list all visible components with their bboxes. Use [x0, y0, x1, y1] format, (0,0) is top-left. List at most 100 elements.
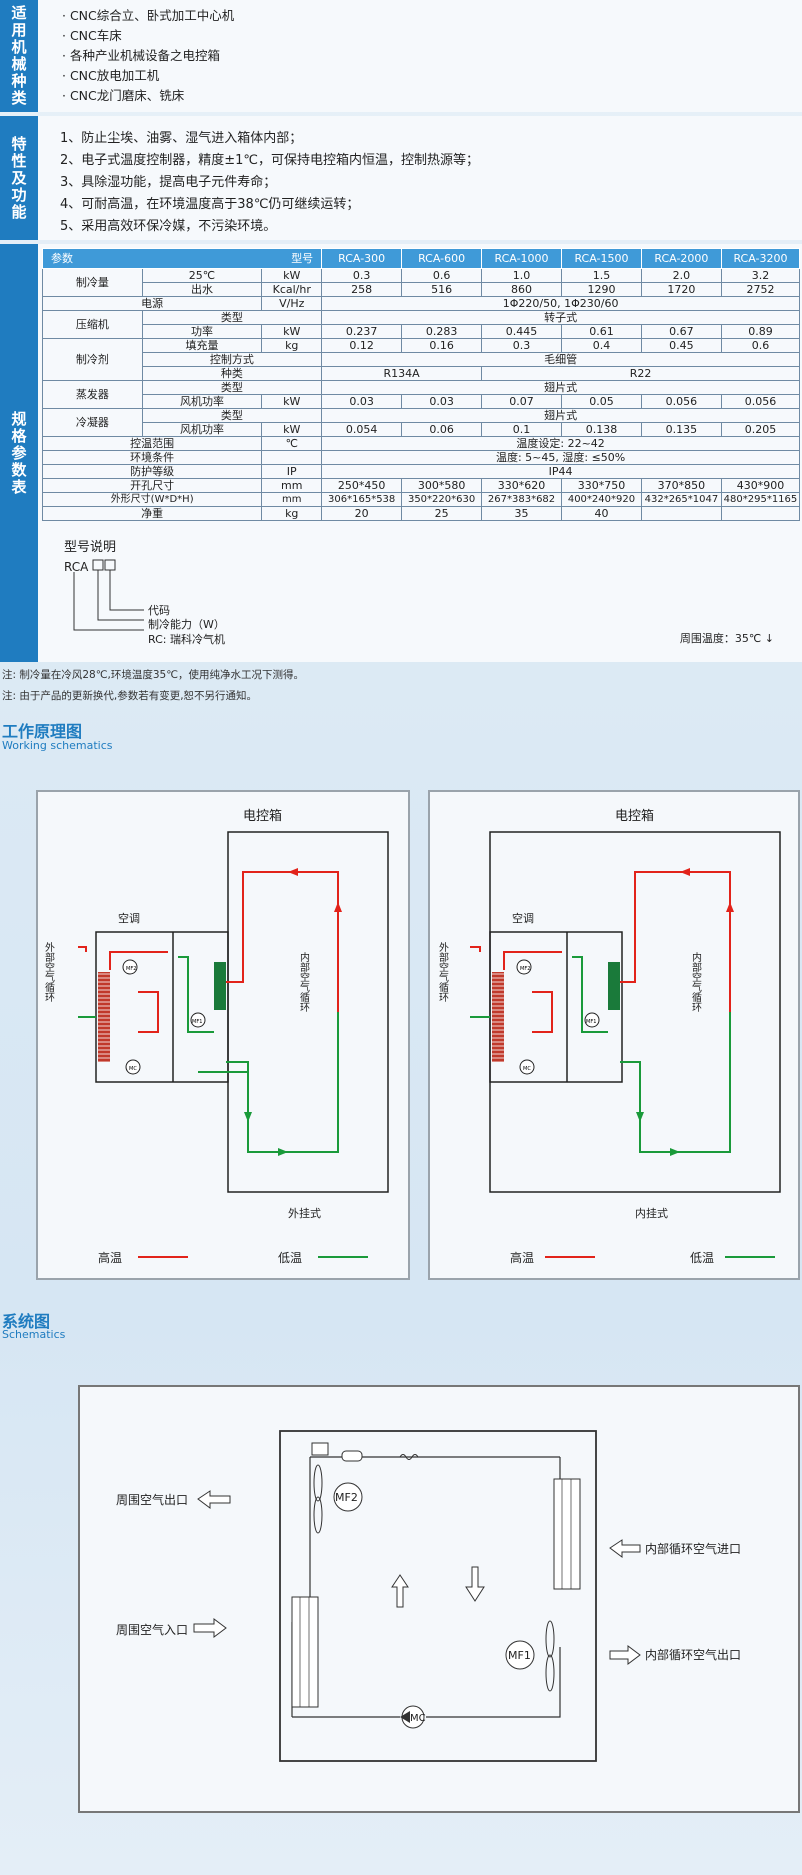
external-diagram: MF2 MF1 MC 电控箱 空调 外部空气循环 内部空气循环 外挂式 高温 低…: [43, 808, 389, 1265]
cell: IP44: [321, 464, 800, 479]
table-row: 环境条件 温度: 5~45, 湿度: ≤50%: [41, 450, 800, 465]
row-sub: 风机功率: [141, 422, 263, 437]
section-features: 特性及功能 1、防止尘埃、油雾、湿气进入箱体内部； 2、电子式温度控制器，精度±…: [0, 116, 802, 240]
cell: 0.138: [561, 422, 642, 437]
section-label: 规格参数表: [0, 244, 38, 662]
table-row: 压缩机 类型 转子式: [42, 310, 800, 339]
label-out-air: 周围空气出口: [116, 1492, 188, 1507]
label-inner: 内部空气循环: [298, 951, 310, 1013]
legend-low: 低温: [278, 1251, 302, 1265]
row-label: 开孔尺寸: [41, 478, 263, 493]
row-unit: Kcal/hr: [261, 282, 323, 297]
cell: 1.5: [561, 268, 642, 283]
internal-diagram: MF2 MF1 MC 电控箱 空调 外部空气循环 内部空气循环 内挂式 高温 低…: [437, 808, 781, 1265]
cell: 0.6: [720, 338, 801, 353]
cell: 0.1: [481, 422, 562, 437]
table-row: 外形尺寸(W*D*H) mm 306*165*538 350*220*630 2…: [41, 492, 801, 507]
row-unit: kW: [261, 422, 323, 437]
working-subtitle: Working schematics: [2, 739, 113, 752]
cell: 516: [401, 282, 483, 297]
row-sub: 填充量: [141, 338, 263, 353]
label-ac: 空调: [118, 911, 140, 925]
row-unit: ℃: [261, 436, 323, 451]
cell: 2752: [720, 282, 801, 297]
cell: 温度: 5~45, 湿度: ≤50%: [321, 450, 800, 465]
table-row: 蒸发器 类型 翅片式: [42, 380, 800, 409]
cell: 0.89: [720, 324, 801, 339]
system-panel: MF2 MF1 MC 周围空气出口 周围空气入口 内部循环空气进口 内部循环空气…: [78, 1385, 800, 1813]
note-2: 注: 由于产品的更新换代,参数若有变更,恕不另行通知。: [2, 690, 258, 702]
model-cell: RCA-2000: [640, 248, 722, 269]
cell: 0.056: [720, 394, 801, 409]
list-item: · 各种产业机械设备之电控箱: [62, 48, 220, 63]
cell: 温度设定: 22~42: [321, 436, 800, 451]
label-cabinet: 电控箱: [615, 808, 654, 824]
table-row: 控温范围 ℃ 温度设定: 22~42: [41, 436, 800, 451]
cell: 0.67: [640, 324, 722, 339]
row-unit: V/Hz: [261, 296, 323, 311]
row-sub: 类型: [141, 408, 323, 423]
cell: 0.45: [640, 338, 722, 353]
list-item: · CNC车床: [62, 28, 122, 43]
cell: 330*620: [481, 478, 562, 493]
row-label: 电源: [41, 296, 263, 311]
working-panel-external: MF2 MF1 MC 电控箱 空调 外部空气循环 内部空气循环 外挂式 高温 低…: [36, 790, 410, 1280]
label-inner-out: 内部循环空气出口: [645, 1647, 741, 1662]
cell: 0.61: [561, 324, 642, 339]
system-diagram: MF2 MF1 MC 周围空气出口 周围空气入口 内部循环空气进口 内部循环空气…: [116, 1430, 741, 1762]
cell: 0.4: [561, 338, 642, 353]
working-panel-internal: MF2 MF1 MC 电控箱 空调 外部空气循环 内部空气循环 内挂式 高温 低…: [428, 790, 800, 1280]
table-row: 风机功率 kW 0.03 0.03 0.07 0.05 0.056 0.056: [43, 394, 801, 409]
header-model: 型号: [291, 251, 314, 265]
cell: 430*900: [720, 478, 801, 493]
cell: 毛细管: [321, 352, 800, 367]
row-group: 压缩机: [42, 310, 143, 339]
row-sub: 出水: [141, 282, 263, 297]
spec-table: 参数 型号 RCA-300 RCA-600 RCA-1000 RCA-1500 …: [41, 248, 801, 521]
cell: 306*165*538: [321, 492, 403, 507]
cell: 0.205: [720, 422, 801, 437]
legend-high: 高温: [98, 1250, 122, 1265]
label-mc: MC: [410, 1713, 426, 1724]
list-item: · CNC放电加工机: [62, 68, 160, 83]
list-item: 2、电子式温度控制器，精度±1℃，可保持电控箱内恒温，控制热源等；: [60, 153, 480, 168]
cell: 0.135: [640, 422, 722, 437]
working-title: 工作原理图: [2, 722, 83, 741]
cell: 0.07: [481, 394, 562, 409]
table-row: 制冷剂 填充量 kg 0.12 0.16 0.3 0.4 0.45 0.6: [42, 338, 801, 381]
model-explanation: 型号说明 RCA 代码 制冷能力（W） RC: 瑞科冷气机 周围温度：35℃ ↓: [64, 536, 784, 656]
cell: 1290: [561, 282, 642, 297]
svg-text:MC: MC: [129, 1066, 137, 1072]
model-title: 型号说明: [64, 540, 117, 555]
model-cell: RCA-1000: [481, 248, 562, 269]
label-in-air: 周围空气入口: [116, 1622, 188, 1637]
cell: 0.12: [321, 338, 403, 353]
row-unit: kg: [261, 506, 323, 521]
cell: 300*580: [401, 478, 483, 493]
cell: 20: [321, 506, 403, 521]
cell: 40: [561, 506, 642, 521]
row-sub: 控制方式: [141, 352, 323, 367]
applicable-list: · CNC综合立、卧式加工中心机 · CNC车床 · 各种产业机械设备之电控箱 …: [42, 0, 802, 106]
cell: R22: [481, 366, 800, 381]
caption-external: 外挂式: [288, 1206, 321, 1220]
cell: 0.6: [401, 268, 483, 283]
row-unit: IP: [261, 464, 323, 479]
cell: 258: [321, 282, 403, 297]
cell: 330*750: [561, 478, 642, 493]
table-header-row: 参数 型号 RCA-300 RCA-600 RCA-1000 RCA-1500 …: [41, 248, 801, 269]
legend-low: 低温: [690, 1251, 714, 1265]
model-diagram: [73, 559, 144, 631]
cell: 0.056: [640, 394, 722, 409]
section-label: 适用机械种类: [0, 0, 38, 112]
legend-high: 高温: [510, 1250, 534, 1265]
section-spec: 规格参数表 参数 型号 RCA-300 RCA-600 RCA-1000 RCA…: [0, 244, 802, 662]
cell: 480*295*1165: [720, 492, 801, 507]
label-outer: 外部空气循环: [43, 942, 55, 1003]
table-row: 控制方式 毛细管: [43, 352, 800, 367]
label-cabinet: 电控箱: [243, 808, 282, 824]
caption-internal: 内挂式: [635, 1206, 668, 1220]
cell: 250*450: [321, 478, 403, 493]
note-1: 注: 制冷量在冷风28℃,环境温度35℃，使用纯净水工况下测得。: [2, 669, 305, 681]
row-sub: 功率: [141, 324, 263, 339]
